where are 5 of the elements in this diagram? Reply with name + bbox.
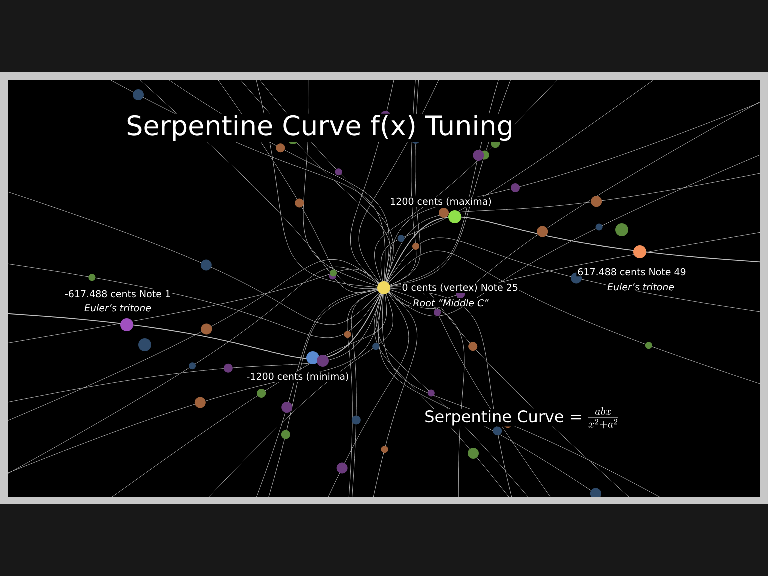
annotation-label: 0 cents (vertex) Note 25 (401, 282, 520, 294)
annotation-label: 1200 cents (maxima) (389, 196, 493, 208)
annotation-label: Serpentine Curve = (424, 409, 584, 427)
title: Serpentine Curve f(x) Tuning (125, 114, 515, 142)
formula: $\frac{abx}{x^{2} + a^{2}}$ (586, 406, 621, 430)
